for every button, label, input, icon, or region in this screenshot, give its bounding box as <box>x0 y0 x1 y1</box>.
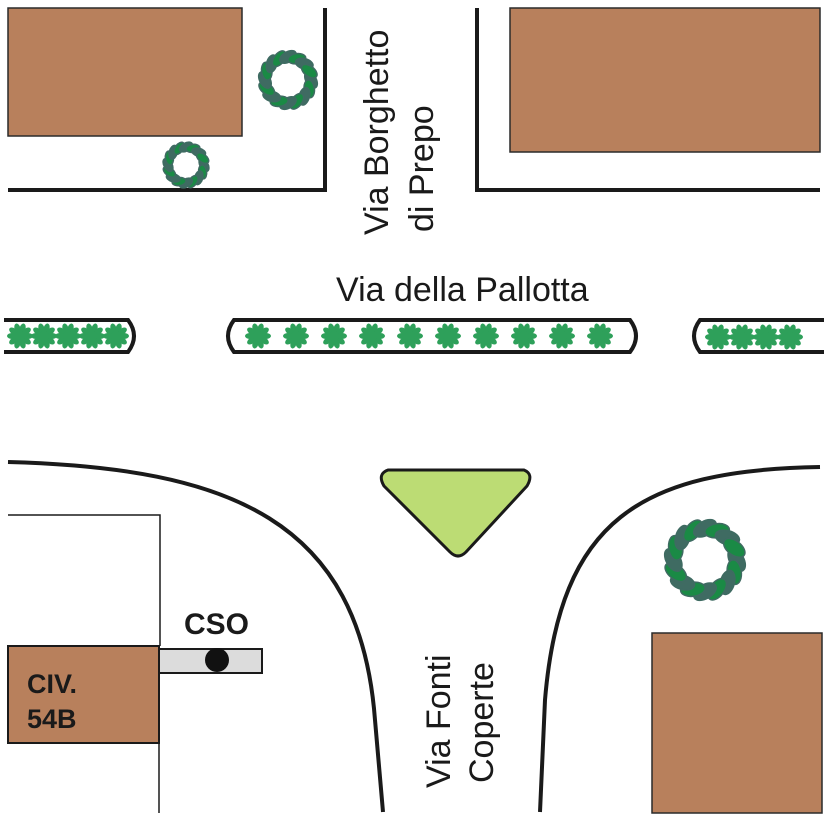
hedge-bush <box>79 323 105 349</box>
hedge-bush <box>7 323 33 349</box>
hedge-bush <box>511 323 537 349</box>
curb-top-left <box>8 8 327 192</box>
building-label-line2: 54B <box>27 704 77 734</box>
tree-icon <box>663 518 747 602</box>
property-outline-upper <box>8 514 161 646</box>
building-bottom-right <box>651 632 823 814</box>
building-top-right <box>509 7 821 153</box>
tree-icon <box>162 141 210 189</box>
hedge-bush <box>705 324 731 350</box>
hedge-bush <box>435 323 461 349</box>
tree-leaf <box>195 152 210 165</box>
hedge-bush <box>587 323 613 349</box>
hedge-bush <box>777 324 803 350</box>
hedge-bush <box>283 323 309 349</box>
street-label-borghetto-line1: Via Borghetto <box>358 30 396 235</box>
building-civ-54b <box>7 645 160 744</box>
hedge-bush <box>753 324 779 350</box>
hedge-bush <box>31 323 57 349</box>
tree-icon <box>257 49 319 111</box>
street-label-pallotta: Via della Pallotta <box>336 271 589 309</box>
hedge-bush <box>55 323 81 349</box>
curb-bottom-right <box>538 465 821 813</box>
cso-marker[interactable] <box>205 648 229 672</box>
hedge-bush <box>729 324 755 350</box>
cso-label: CSO <box>184 608 249 641</box>
hedge-bush <box>473 323 499 349</box>
building-label-line1: CIV. <box>27 669 77 699</box>
hedge-bush <box>245 323 271 349</box>
curb-bottom-left <box>7 460 385 813</box>
hedge-row <box>7 323 803 350</box>
building-top-left <box>7 7 243 137</box>
tree-leaf <box>722 537 746 558</box>
street-label-fonti-line1: Via Fonti <box>420 654 458 788</box>
hedge-bush <box>549 323 575 349</box>
curb-top-right <box>475 8 820 192</box>
hedge-bush <box>359 323 385 349</box>
street-label-borghetto-line2: di Prepo <box>403 105 441 232</box>
hedge-bush <box>397 323 423 349</box>
hedge-bush <box>321 323 347 349</box>
tree-leaf <box>300 63 318 79</box>
hedge-bush <box>103 323 129 349</box>
traffic-island <box>379 468 532 558</box>
street-label-fonti-line2: Coperte <box>463 662 501 783</box>
